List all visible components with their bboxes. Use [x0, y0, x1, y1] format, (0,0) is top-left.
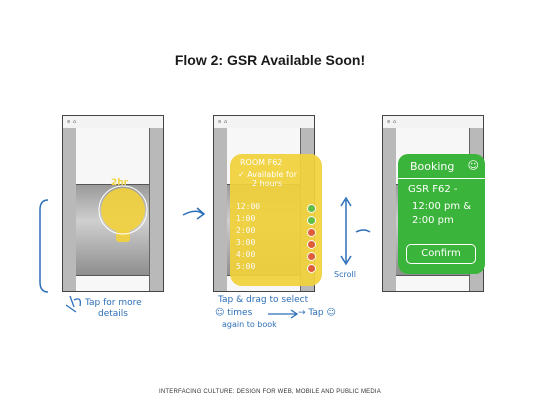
slot-status-5: [307, 264, 316, 273]
time-slot-4[interactable]: 4:00: [236, 250, 256, 259]
note-tap-again: → Tap ☺: [298, 308, 336, 318]
scrollbar[interactable]: [149, 128, 163, 291]
note-tap-details-1: Tap for more: [85, 298, 142, 308]
slot-status-4: [307, 252, 316, 261]
note-tap-drag-3: again to book: [222, 320, 277, 329]
note-tap-drag-1: Tap & drag to select: [218, 295, 309, 305]
availability-card[interactable]: ROOM F62 ✓ Available for 2 hours 12:00 1…: [230, 154, 322, 286]
slot-status-0: [307, 204, 316, 213]
availability-text: ✓ Available for 2 hours: [238, 170, 298, 188]
note-tap-details-2: details: [98, 309, 128, 319]
tap-arrow: [268, 309, 299, 319]
time-slot-5[interactable]: 5:00: [236, 262, 256, 271]
slot-status-2: [307, 228, 316, 237]
arrow-1-to-2: [182, 210, 204, 216]
booking-room: GSR F62 -: [408, 184, 458, 195]
bulb-glow: [101, 188, 145, 232]
note-tap-drag-2: ☺ times: [215, 308, 253, 318]
divider: [398, 178, 485, 179]
booking-card: Booking ☺ GSR F62 - 12:00 pm & 2:00 pm C…: [398, 154, 485, 274]
finger-icon: [65, 295, 82, 313]
booking-title: Booking: [410, 160, 455, 173]
bulb-label: 2hr: [111, 178, 129, 188]
scroll-label: Scroll: [334, 270, 356, 279]
confirm-button[interactable]: Confirm: [406, 244, 476, 264]
slot-status-1: [307, 216, 316, 225]
footer-credit: INTERFACING CULTURE: DESIGN FOR WEB, MOB…: [159, 389, 381, 395]
time-slot-2[interactable]: 2:00: [236, 226, 256, 235]
room-name: ROOM F62: [240, 158, 283, 167]
bracket-left: [39, 199, 49, 293]
page-title: Flow 2: GSR Available Soon!: [174, 52, 366, 68]
check-icon: ✓: [238, 170, 248, 179]
scroll-arrow: [340, 196, 352, 266]
time-slot-0[interactable]: 12:00: [236, 202, 261, 211]
smile-icon: ☺: [215, 308, 228, 318]
booking-time-end: 2:00 pm: [412, 215, 454, 226]
booking-time-start: 12:00 pm &: [412, 201, 472, 212]
menu-icon: ≡ ⌂: [67, 119, 77, 125]
smile-icon: ☺: [323, 308, 336, 318]
time-slot-3[interactable]: 3:00: [236, 238, 256, 247]
time-slot-1[interactable]: 1:00: [236, 214, 256, 223]
menu-icon: ≡ ⌂: [218, 119, 228, 125]
menu-icon: ≡ ⌂: [387, 119, 397, 125]
slot-status-3: [307, 240, 316, 249]
bulb-base: [116, 230, 130, 242]
bulb-outline: [98, 185, 148, 235]
arrow-1-head: [196, 207, 206, 220]
arrow-2-to-3: [355, 229, 371, 233]
smile-icon: ☺: [467, 159, 479, 172]
